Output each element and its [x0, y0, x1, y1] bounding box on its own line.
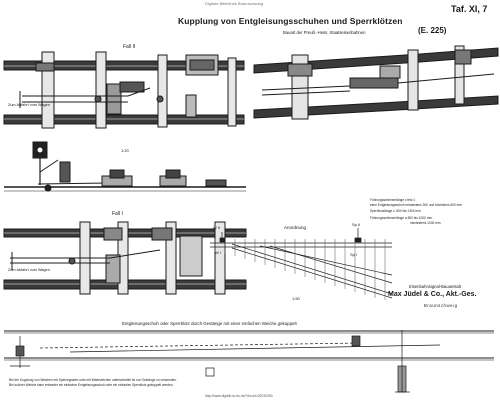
plate-subtitle: Bauart der Preuß.-Hess. Staatseisenbahne…	[283, 30, 366, 35]
fall2-switch-drawing	[253, 45, 499, 120]
bottom-coupling-drawing	[4, 330, 494, 393]
arrangement-track-plan	[210, 228, 393, 300]
dimension-note-1: Führungsschienenlänge c fest 1	[370, 198, 416, 202]
abfahrt-bottom-label: Zum Abfahrt vom Wagen	[8, 268, 50, 272]
fall1-plan-drawing	[3, 221, 247, 295]
model-number: (E. 225)	[418, 26, 447, 35]
fall1-label: Fall I	[112, 211, 123, 217]
sp2-label: Sp II	[352, 222, 361, 227]
library-caption: Digitale Bibliothek Braunschweig	[205, 1, 264, 6]
dimension-note-4: Führungsschienenlänge a 800 bis 1000 mm	[370, 216, 433, 220]
sp1-label: Sp I	[350, 252, 358, 257]
maker-line-1: Eisenbahnsignal-Bauanstalt	[409, 284, 461, 289]
footnote-2: Bei solcher Weiche kann entweder ein ein…	[9, 383, 174, 387]
scale-1-50: 1:50	[292, 296, 300, 301]
w1-label: W I	[215, 250, 221, 255]
dimension-note-5: mindestens 1000 mm	[410, 221, 441, 225]
plate-number: Taf. XI, 7	[451, 4, 488, 14]
bottom-drawing-title: Entgleisungsschuh oder Sperrklotz durch …	[122, 321, 297, 326]
maker-line-3: Braunschweig	[424, 303, 458, 308]
plate-title: Kupplung von Entgleisungsschuhen und Spe…	[178, 16, 403, 26]
maker-line-2: Max Jüdel & Co., Akt.-Ges.	[388, 291, 477, 298]
abfahrt-top-label: Zum Abfahrt vom Wagen	[8, 103, 50, 107]
source-url: http://www.digibib.tu-bs.de/?docid=00030…	[205, 394, 273, 398]
fall2-plan-drawing	[3, 51, 245, 129]
dimension-note-2: beim Entgleisungsschuh mindestens 300 un…	[370, 203, 462, 207]
dimension-note-3: Sperrklotzlänge c: 800 bis 1300 mm	[370, 209, 421, 213]
scale-1-20: 1:20	[121, 148, 129, 153]
elevation-drawing	[4, 141, 246, 192]
fall2-label: Fall II	[123, 44, 136, 50]
footnote-1: Bei der Kupplung von Weichen mit Sperrsi…	[9, 378, 177, 382]
w2-label: W II	[213, 225, 221, 230]
anordnung-label: Anordnung	[284, 225, 307, 230]
